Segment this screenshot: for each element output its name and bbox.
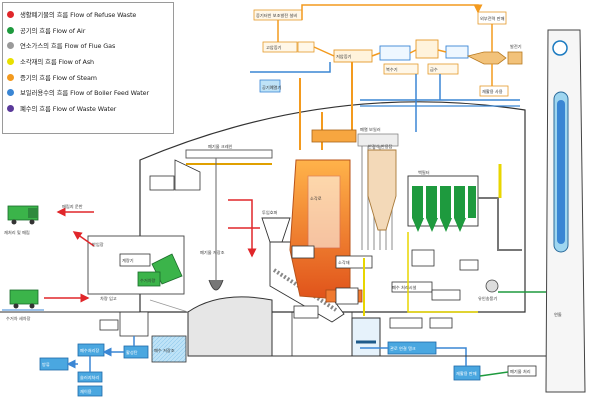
grab-bucket: [208, 279, 224, 291]
green-dot-icon: [7, 26, 14, 34]
label-ww6: 활성탄: [126, 349, 138, 356]
label-sub-a: 고압증기: [266, 44, 282, 51]
label-ww5: 폐수 저장조: [154, 347, 175, 354]
flow-legend: 생활폐기물의 흐름 Flow of Refuse Waste 공기의 흐름 Fl…: [2, 2, 174, 134]
label-hopper: 투입호퍼: [262, 209, 278, 216]
label-ww2: 방류: [42, 361, 50, 368]
label-ww3: 슬러지처리: [80, 374, 99, 381]
label-reuse: 재활용 사용: [482, 88, 503, 95]
label-left1: 재처리 및 매립: [4, 229, 30, 236]
label-sub-d: 급수: [430, 67, 438, 73]
gray-dot-icon: [7, 42, 14, 50]
label-receive: 계량기: [122, 257, 134, 264]
label-truck: 수거차량: [140, 277, 156, 284]
legend-item-steam: 증기의 흐름 Flow of Steam: [7, 69, 173, 85]
id-fan: [485, 279, 499, 293]
label-left3: 차량 입고: [100, 295, 117, 302]
purple-dot-icon: [7, 104, 14, 112]
legend-item-waste-water: 폐수의 흐름 Flow of Waste Water: [7, 101, 173, 117]
label-sub-b: 저압증기: [336, 53, 352, 60]
label-tipping: 반입장: [92, 241, 104, 247]
label-top-right: 외부전력 판매: [480, 15, 505, 22]
label-sub-c: 복수기: [386, 66, 398, 73]
label-top-ext: 증기터빈 보조발전 설비: [256, 12, 297, 19]
label-sub-e: 공기예열기: [262, 84, 281, 91]
blue-dot-icon: [7, 89, 14, 97]
wastewater-tank: [151, 335, 187, 363]
label-bottom4: 폐기물 처리: [510, 368, 531, 375]
label-generator: 발전기: [510, 43, 522, 50]
label-crane: 폐기물 크레인: [208, 143, 233, 150]
yellow-dot-icon: [7, 58, 14, 66]
label-left4: 수거차 세차장: [6, 315, 31, 322]
crane-rail: [185, 149, 273, 159]
legend-item-refuse: 생활폐기물의 흐름 Flow of Refuse Waste: [7, 7, 173, 23]
legend-item-feed-water: 보일러용수의 흐름 Flow of Boiler Feed Water: [7, 85, 173, 101]
label-pit: 폐기물 저장조: [200, 249, 225, 256]
label-bottom1: 폐수 처리시설: [392, 284, 417, 291]
label-stack: 연돌: [554, 311, 562, 317]
orange-dot-icon: [7, 73, 14, 81]
label-spray: 반건식 반응탑: [368, 143, 393, 150]
label-incin: 소각로: [310, 195, 322, 202]
legend-item-air: 공기의 흐름 Flow of Air: [7, 23, 173, 39]
legend-item-flue-gas: 연소가스의 흐름 Flow of Flue Gas: [7, 38, 173, 54]
label-ash: 소각재: [338, 259, 350, 266]
label-ww1: 폐수처리장: [80, 347, 99, 354]
label-bottom2: 관로 연결 탱크: [390, 345, 416, 351]
legend-item-ash: 소각재의 흐름 Flow of Ash: [7, 54, 173, 70]
label-ww4: 재이용: [80, 388, 92, 395]
label-boiler: 폐열 보일러: [360, 126, 381, 133]
label-bottom3: 재활용 판매: [456, 370, 477, 377]
label-bag: 백필터: [418, 169, 430, 176]
collection-truck: [9, 289, 39, 305]
label-left2: 매립지 운반: [62, 203, 83, 210]
red-dot-icon: [7, 11, 14, 19]
spray-reactor: [367, 149, 397, 231]
label-fan: 유인송풍기: [478, 295, 497, 302]
